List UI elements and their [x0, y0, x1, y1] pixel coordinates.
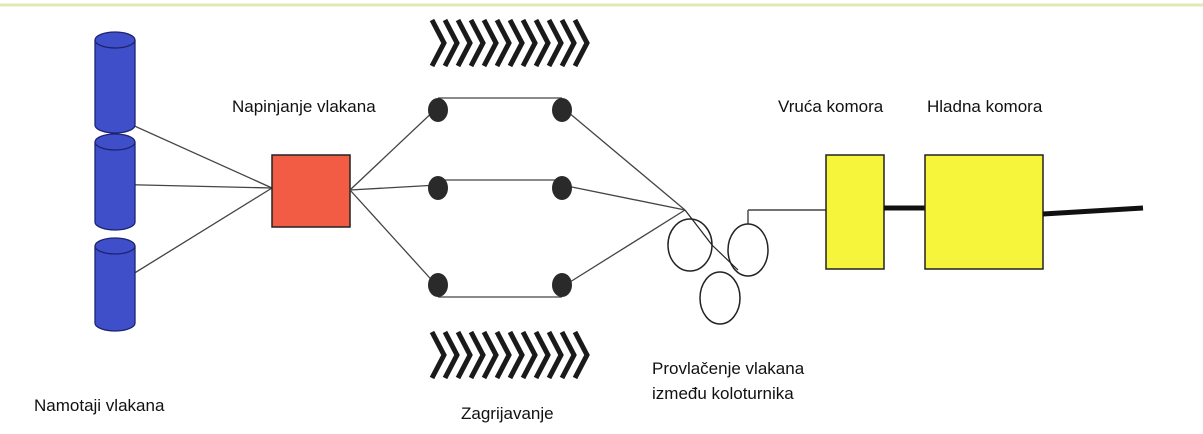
heating-rollers	[428, 98, 572, 297]
heating-label: Zagrijavanje	[461, 404, 554, 423]
heating-fibers	[349, 97, 686, 298]
heater-bottom	[428, 330, 590, 380]
roller-3	[428, 176, 448, 200]
cold-chamber-label: Hladna komora	[927, 97, 1043, 116]
rollers-label-line2: između koloturnika	[652, 384, 794, 403]
rollers-label: Provlačenje vlakana između koloturnika	[652, 356, 804, 406]
hot-chamber	[825, 154, 885, 270]
roller-6	[552, 273, 572, 297]
tension-label: Napinjanje vlakana	[232, 97, 376, 116]
output-fiber	[1042, 205, 1144, 217]
heater-top	[428, 18, 590, 68]
spool-1	[94, 31, 136, 134]
spool-2	[94, 133, 136, 231]
tension-box	[271, 154, 351, 228]
cold-chamber	[924, 154, 1044, 270]
pulleys	[667, 209, 769, 325]
roller-4	[552, 176, 572, 200]
spools-label: Namotaji vlakana	[34, 396, 165, 415]
roller-5	[428, 273, 448, 297]
hot-chamber-label: Vruća komora	[778, 97, 884, 116]
spools	[94, 31, 136, 332]
rollers-label-line1: Provlačenje vlakana	[652, 359, 805, 378]
spool-3	[94, 237, 136, 332]
roller-1	[428, 98, 448, 122]
roller-2	[552, 98, 572, 122]
